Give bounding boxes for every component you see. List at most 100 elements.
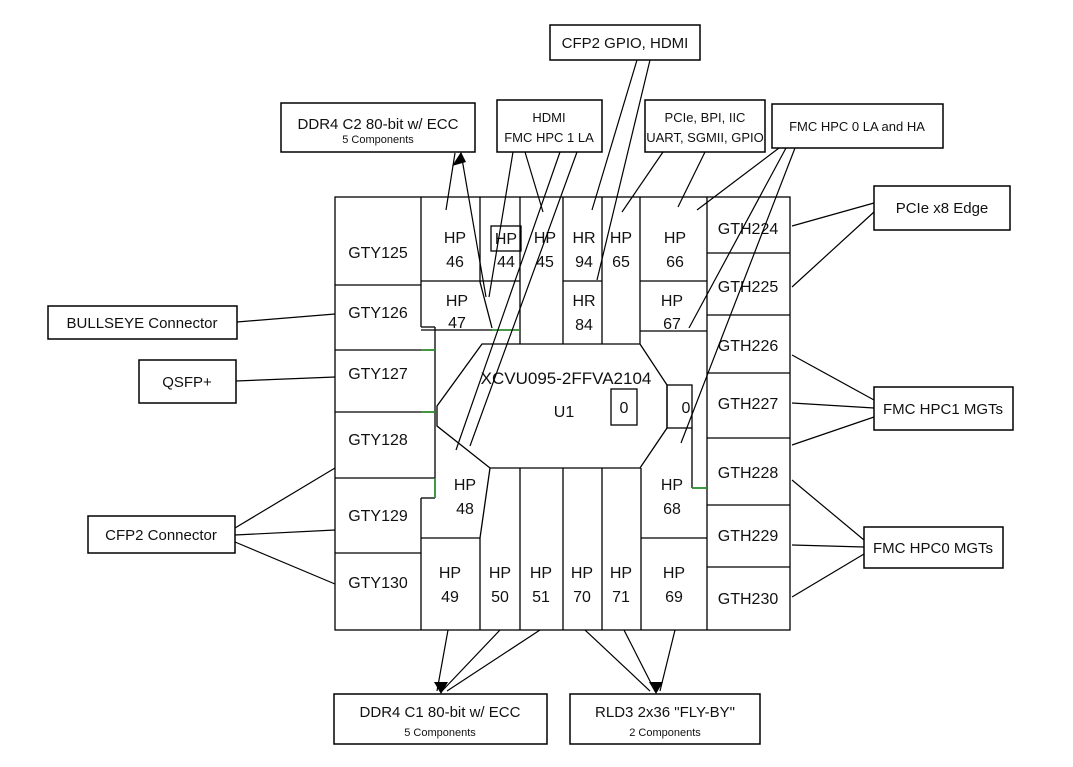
bank-label-hr84: HR xyxy=(572,293,595,310)
bank-label-gty129: GTY129 xyxy=(348,508,408,525)
bank-label-gth227: GTH227 xyxy=(718,396,779,413)
bank-label-hp51: HP xyxy=(530,565,552,582)
callout-label-qsfp: QSFP+ xyxy=(162,374,212,391)
bank-label-gty126: GTY126 xyxy=(348,305,408,322)
bank-label-hp69-num: 69 xyxy=(665,589,683,606)
bank-border-slant xyxy=(479,467,491,539)
chip-notch-box xyxy=(666,384,693,429)
callout-sublabel-rld3: 2 Components xyxy=(629,727,701,739)
green-ticks xyxy=(421,329,707,498)
callout-box-ddr4-c1 xyxy=(333,693,548,745)
bank-label-hp65-num: 65 xyxy=(612,254,630,271)
bank-label-hp50: HP xyxy=(489,565,511,582)
callout-line-hdmi-hp48b xyxy=(469,151,578,447)
hp44-tag-box xyxy=(490,225,522,252)
callout-sublabel-ddr4-c2: 5 Components xyxy=(342,134,414,146)
bank-label-hp45-num: 45 xyxy=(536,254,554,271)
callout-box-ddr4-c2 xyxy=(280,102,476,153)
callout-line-hdmi-hp45 xyxy=(524,151,544,213)
callout-line-hpc1mgt-gth228 xyxy=(791,416,875,446)
bank-label-hp47: HP xyxy=(446,293,468,310)
chip-part-number: XCVU095-2FFVA2104 xyxy=(481,369,652,388)
bank-label-hr94-num: 94 xyxy=(575,254,593,271)
callout-label-fmc-hpc0-mgts: FMC HPC0 MGTs xyxy=(873,540,993,557)
callout-label-ddr4-c1: DDR4 C1 80-bit w/ ECC xyxy=(360,704,521,721)
bank-label-hp51-num: 51 xyxy=(532,589,550,606)
callout-line-cfp2gpio-hr84 xyxy=(596,59,651,281)
callout-label-cfp2-gpio-hdmi: CFP2 GPIO, HDMI xyxy=(562,35,689,52)
chip-zero-a: 0 xyxy=(620,400,629,417)
bank-border-slant xyxy=(479,281,493,329)
bank-label-hp66-num: 66 xyxy=(666,254,684,271)
bank-label-hp71: HP xyxy=(610,565,632,582)
hp-hr-banks: HP 46 HP 44 HP 45 HR 94 HP 65 HP 66 HP 4… xyxy=(421,197,707,630)
callout-boxes: CFP2 GPIO, HDMI DDR4 C2 80-bit w/ ECC 5 … xyxy=(47,24,1014,745)
callout-box-fmc-hpc0-la-ha xyxy=(771,103,944,149)
callout-box-rld3 xyxy=(569,693,761,745)
callout-box-pcie-x8-edge xyxy=(873,185,1011,231)
bank-label-hr94: HR xyxy=(572,230,595,247)
callout-box-fmc-hpc1-mgts xyxy=(873,386,1014,431)
chip-ref-designator: U1 xyxy=(554,404,575,421)
bank-label-gth228: GTH228 xyxy=(718,465,779,482)
callout-label-fmc-hpc1-la: FMC HPC 1 LA xyxy=(504,130,594,145)
callout-box-hdmi-fmc-hpc1-la xyxy=(496,99,603,153)
bank-label-gth225: GTH225 xyxy=(718,279,779,296)
callout-label-uart-sgmii-gpio: UART, SGMII, GPIO xyxy=(646,130,764,145)
callout-line-pcie-hp65 xyxy=(621,151,664,213)
bank-label-hp67-num: 67 xyxy=(663,316,681,333)
callout-line-pciex8-gth224 xyxy=(791,202,875,227)
callout-line-cfp2-gty129 xyxy=(234,529,336,536)
callout-box-bullseye xyxy=(47,305,238,340)
callout-lines xyxy=(234,59,875,694)
callout-line-hp51-ddr4c1 xyxy=(446,629,541,692)
callout-line-hpc0mgt-gth228 xyxy=(791,479,865,541)
callout-line-hdmi-hp47 xyxy=(488,151,514,298)
callout-line-hp71-rld3 xyxy=(623,629,656,692)
callout-label-rld3: RLD3 2x36 "FLY-BY" xyxy=(595,704,735,721)
callout-line-bullseye-gty126 xyxy=(236,313,336,323)
bank-label-hr84-num: 84 xyxy=(575,317,593,334)
callout-line-pciex8-gth225 xyxy=(791,211,875,288)
bank-label-hp46-num: 46 xyxy=(446,254,464,271)
callout-line-fmc0-hp68 xyxy=(680,147,796,444)
callout-label-pcie-bpi-iic: PCIe, BPI, IIC xyxy=(665,110,746,125)
callout-label-hdmi: HDMI xyxy=(532,110,565,125)
bank-label-hp49-num: 49 xyxy=(441,589,459,606)
callout-line-cfp2-gty128 xyxy=(234,467,336,529)
bank-label-hp48-num: 48 xyxy=(456,501,474,518)
bank-label-hp70: HP xyxy=(571,565,593,582)
chip-zero-box xyxy=(610,388,638,426)
bank-label-gth229: GTH229 xyxy=(718,528,779,545)
bank-label-hp67: HP xyxy=(661,293,683,310)
gty-column: GTY125 GTY126 GTY127 GTY128 GTY129 GTY13… xyxy=(335,197,436,630)
callout-line-fmc0-hp66 xyxy=(696,147,780,211)
chip-outline-polygon xyxy=(436,343,668,469)
callout-line-cfp2gpio-hr94 xyxy=(591,59,638,211)
bank-label-hp46: HP xyxy=(444,230,466,247)
bank-label-gty130: GTY130 xyxy=(348,575,408,592)
bank-label-gth226: GTH226 xyxy=(718,338,779,355)
bank-label-gty127: GTY127 xyxy=(348,366,408,383)
bank-label-hp44-num: 44 xyxy=(497,254,515,271)
callout-line-hpc1mgt-gth227 xyxy=(791,402,875,409)
callout-line-hp49-ddr4c1 xyxy=(436,629,449,692)
callout-label-fmc-hpc1-mgts: FMC HPC1 MGTs xyxy=(883,401,1003,418)
callout-line-hpc1mgt-gth226 xyxy=(791,354,875,401)
callout-box-cfp2-connector xyxy=(87,515,236,554)
callout-line-hp69-rld3 xyxy=(659,629,676,692)
bank-label-hp68-num: 68 xyxy=(663,501,681,518)
callout-box-pcie-misc xyxy=(644,99,766,153)
callout-line-pcie-hp66 xyxy=(677,151,706,208)
callout-line-cfp2-gty130 xyxy=(234,541,336,585)
callout-label-bullseye: BULLSEYE Connector xyxy=(67,315,218,332)
callout-line-fmc0-hp67 xyxy=(688,147,787,329)
callout-box-fmc-hpc0-mgts xyxy=(863,526,1004,569)
bank-label-gty125: GTY125 xyxy=(348,245,408,262)
callout-box-qsfp xyxy=(138,359,237,404)
chip-region: XCVU095-2FFVA2104 U1 0 0 xyxy=(436,343,693,469)
bank-label-hp48: HP xyxy=(454,477,476,494)
callout-line-qsfp-gty127 xyxy=(235,376,336,382)
bank-label-hp69: HP xyxy=(663,565,685,582)
